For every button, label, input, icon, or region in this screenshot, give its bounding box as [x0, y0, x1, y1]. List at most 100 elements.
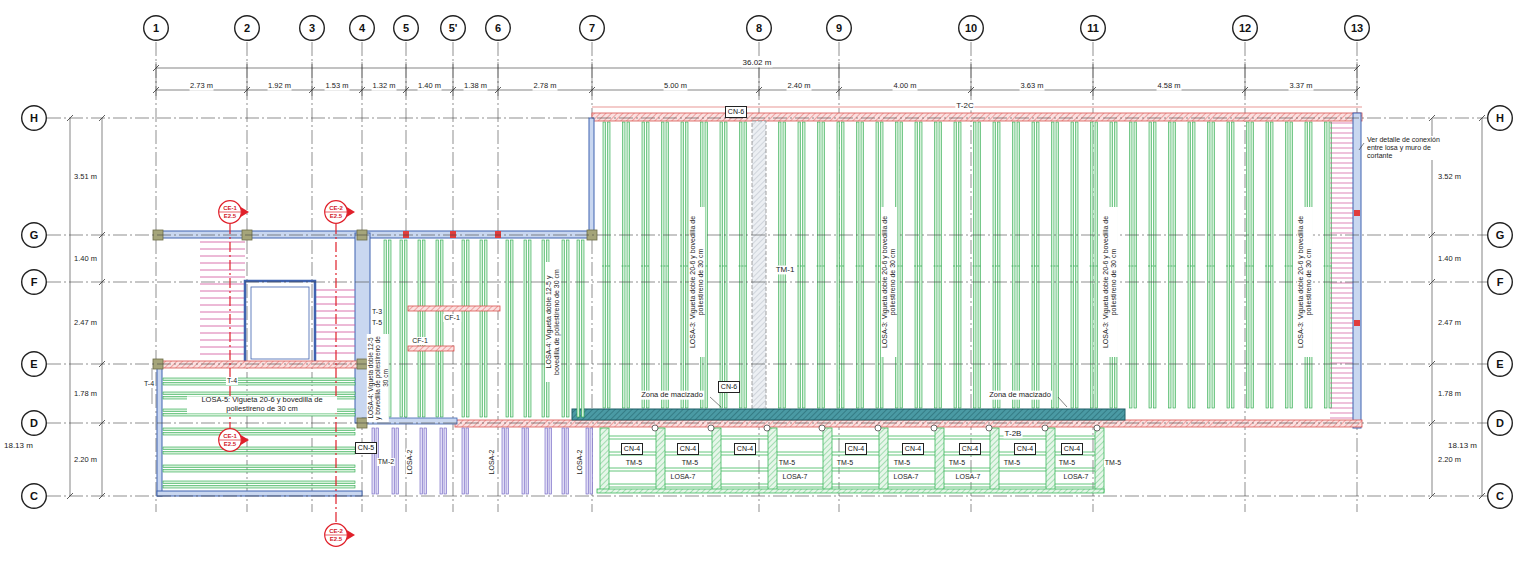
joist — [586, 428, 589, 494]
bubble-circle — [580, 16, 605, 41]
detail-note: Ver detalle de conexión entre losa y mur… — [1366, 136, 1448, 160]
tag-label: CN-6 — [728, 108, 744, 116]
hatch-line — [1330, 368, 1353, 369]
joist — [720, 122, 723, 408]
grid-label: C — [1496, 491, 1504, 502]
hatch-line — [1330, 233, 1353, 234]
hatch-line — [1330, 338, 1353, 339]
joist — [857, 122, 860, 408]
tag-label: CN-4 — [905, 445, 921, 453]
beam — [158, 231, 592, 238]
slab-label: LOSA-7 — [1063, 473, 1090, 481]
dimension-label: 2.47 m — [73, 319, 98, 328]
hatch-line — [1330, 258, 1353, 259]
joist — [1134, 122, 1137, 408]
bubble-circle — [959, 16, 984, 41]
beam — [990, 428, 999, 492]
beam — [408, 346, 454, 351]
grid-bubble: G — [21, 222, 47, 248]
hatch-line — [1330, 128, 1353, 129]
dimension-label: 3.37 m — [1289, 82, 1314, 91]
section-label: CE-2 — [329, 528, 343, 534]
joist — [939, 122, 942, 408]
hatch-line — [1330, 228, 1353, 229]
joist — [1130, 122, 1133, 408]
section-label: E2.5 — [330, 536, 342, 542]
shear-wall — [589, 118, 594, 236]
bubble-circle — [350, 16, 375, 41]
stair-line — [200, 284, 245, 285]
beam — [1046, 428, 1055, 492]
joist — [511, 240, 514, 417]
connector-circle — [652, 425, 658, 431]
beam-label: TM-5 — [1104, 459, 1122, 467]
joist-tie — [1324, 266, 1333, 267]
connector-circle — [931, 425, 937, 431]
tag-box: CN-4 — [621, 443, 643, 455]
dimension-label: 4.58 m — [1157, 82, 1182, 91]
dimension-tick — [1242, 87, 1248, 93]
stair-line — [200, 291, 245, 292]
bubble-circle — [300, 16, 325, 41]
joist — [163, 465, 355, 468]
tag-box: CN-4 — [845, 443, 867, 455]
stair-line — [200, 333, 245, 334]
joist-tie — [1090, 266, 1099, 267]
beam — [408, 306, 500, 311]
hatch-line — [1330, 378, 1353, 379]
joist — [1091, 122, 1094, 408]
marker-divider — [219, 212, 241, 213]
joist — [577, 240, 580, 417]
joist — [163, 447, 355, 450]
beam — [935, 428, 944, 492]
joist — [627, 122, 630, 408]
bubble-circle — [144, 16, 169, 41]
slab-label: LOSA-4: Vigueta doble 12-5 y bovedilla d… — [367, 334, 389, 422]
grid-bubble: H — [1487, 105, 1513, 131]
zone-label: Zona de macizado — [988, 391, 1052, 400]
hatch-line — [1330, 218, 1353, 219]
connector-circle — [708, 425, 714, 431]
grid-label: 11 — [1087, 23, 1099, 34]
joist — [609, 487, 1095, 488]
hatch-line — [1330, 343, 1353, 344]
hatch-line — [1330, 203, 1353, 204]
bubble-circle — [1345, 16, 1370, 41]
hatch-line — [1330, 173, 1353, 174]
marker-divider — [325, 212, 347, 213]
grid-line — [498, 42, 499, 512]
joist — [822, 122, 825, 408]
dimension-label: 5.00 m — [663, 82, 688, 91]
bubble-circle — [1081, 16, 1106, 41]
marker-divider — [325, 535, 347, 536]
hatch-line — [1330, 123, 1353, 124]
bubble-circle — [827, 16, 852, 41]
joist-tie — [856, 266, 865, 267]
hatch-line — [1330, 198, 1353, 199]
joist-tie — [1148, 266, 1157, 267]
hatch-line — [1330, 278, 1353, 279]
grid-label: 12 — [1239, 23, 1251, 34]
joist — [526, 428, 529, 494]
hatch-line — [1330, 323, 1353, 324]
joist — [545, 428, 548, 494]
joist-tie — [1265, 266, 1274, 267]
joist — [603, 122, 606, 408]
grid-line — [47, 423, 1487, 424]
beam-label: T-3 — [371, 308, 383, 316]
dimension-tick — [309, 87, 315, 93]
dimension-label: 1.92 m — [267, 82, 292, 91]
hatch-line — [1330, 403, 1353, 404]
joist — [1154, 122, 1157, 408]
tag-box: CN-4 — [902, 443, 924, 455]
marker-outline — [218, 428, 242, 452]
grid-bubble: G — [1487, 222, 1513, 248]
grid-label: G — [30, 230, 39, 241]
joist — [876, 122, 879, 408]
grid-bubble: E — [21, 351, 47, 377]
joist-tie — [973, 266, 982, 267]
slab-label: LOSA-4: Vigueta doble 12-5 y bovedilla d… — [545, 262, 561, 382]
joist-tie — [1226, 266, 1235, 267]
marker-outline — [218, 200, 242, 224]
